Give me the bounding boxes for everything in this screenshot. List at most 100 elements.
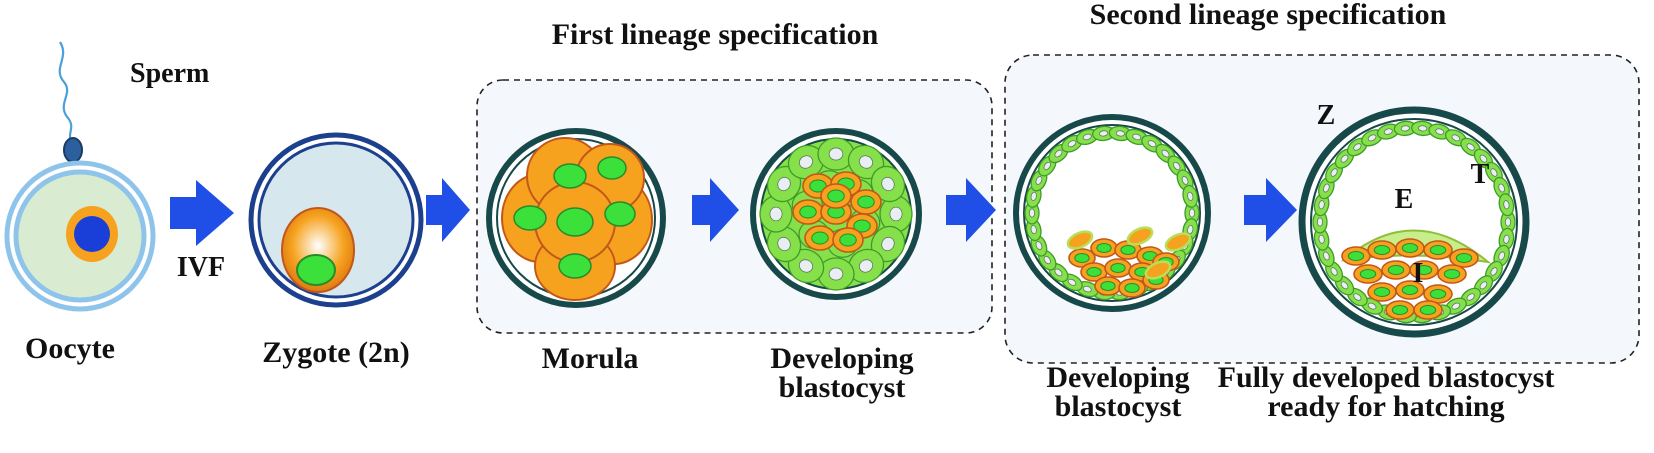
cell-nucleus [827,189,845,203]
cell-nucleus [1373,245,1391,255]
cell-nucleus [1479,154,1488,163]
cell-nucleus [1323,251,1330,261]
cell-nucleus [1187,191,1194,201]
cell-nucleus [881,176,895,192]
right-arrow-icon [946,178,996,242]
cell-nucleus [1359,269,1377,279]
cell-nucleus [1498,183,1505,193]
cell-nucleus [1353,293,1362,301]
oocyte-icon [4,160,156,312]
cell-nucleus [1479,281,1488,290]
cell-nucleus [1100,281,1116,291]
cell-nucleus [1043,255,1051,265]
right-arrow-icon [170,180,234,246]
zona-label: Z [1317,100,1336,131]
developing-blastocyst-label-2a: Developing [1046,361,1189,394]
right-arrow-icon [426,178,470,242]
cell-nucleus [1099,130,1109,137]
cell-nucleus [1503,234,1510,244]
cell-nucleus [1074,253,1090,263]
cell-nucleus [1318,200,1325,210]
cell-nucleus [1181,176,1189,185]
cell-nucleus [1387,265,1405,275]
cell-nucleus [1451,302,1461,310]
cell-nucleus [1455,253,1473,263]
primitive-endoderm-cell [1164,232,1192,252]
cell-nucleus [1187,225,1194,235]
cell-nucleus [858,155,874,169]
hatching-blastocyst-icon [1298,106,1530,338]
fully-developed-label-b: ready for hatching [1267,390,1504,423]
cell-nucleus [1086,267,1102,277]
cell-nucleus [1353,143,1362,151]
cell-nucleus [1383,128,1393,135]
early-blastocyst-icon [750,128,922,300]
cell-nucleus [1391,305,1409,315]
cell-nucleus [777,236,791,252]
cell-nucleus [777,176,791,192]
fully-developed-label-a: Fully developed blastocyst [1218,361,1555,394]
zygote-label: Zygote (2n) [262,336,409,369]
cell-nucleus [1147,140,1157,148]
oocyte-label: Oocyte [25,332,115,365]
ivf-label: IVF [177,252,225,283]
cell-nucleus [839,233,857,247]
sperm-label: Sperm [130,58,209,89]
primitive-endoderm-cell [1144,260,1172,280]
cell-nucleus [1466,143,1475,151]
cell-nucleus [889,206,903,222]
cell-nucleus [1323,183,1330,193]
cell-nucleus [798,155,814,169]
cell-nucleus [1367,302,1377,310]
cell-nucleus [1415,265,1433,275]
primitive-endoderm-cell [1126,226,1154,246]
cell-nucleus [1318,234,1325,244]
cell-nucleus [1435,128,1445,135]
developing-blastocyst-label-1a: Developing [770,342,913,375]
right-arrow-icon [692,178,739,242]
cell-nucleus [1330,168,1338,177]
cell-nucleus [853,219,871,233]
cell-nucleus [1043,161,1051,171]
developing-blastocyst-label-1b: blastocyst [779,371,906,404]
right-arrow-icon [1244,178,1297,242]
cell-nucleus [1400,125,1410,132]
cell-nucleus [828,267,844,281]
cell-nucleus [1096,243,1112,253]
cell-nucleus [1067,140,1077,148]
cell-nucleus [1401,243,1419,253]
cell-nucleus [1161,149,1170,158]
cell-nucleus [881,236,895,252]
cell-nucleus [1035,241,1043,250]
cell-nucleus [1054,268,1063,277]
cell-nucleus [1124,283,1140,293]
cell-nucleus [1110,263,1126,273]
cell-nucleus [1367,134,1377,142]
cell-nucleus [1030,225,1037,235]
cell-nucleus [1082,285,1092,293]
cell-nucleus [1504,217,1512,227]
cell-nucleus [1419,305,1437,315]
cell-nucleus [1466,293,1475,301]
cell-nucleus [1503,200,1510,210]
cell-nucleus [1429,289,1447,299]
cell-nucleus [1028,208,1036,218]
cell-nucleus [798,259,814,273]
cell-nucleus [769,206,783,222]
cell-nucleus [1132,133,1142,141]
cell-nucleus [1330,267,1338,276]
icm-label: I [1413,258,1424,289]
cell-nucleus [1340,281,1349,290]
cell-nucleus [858,259,874,273]
morula-icon [486,128,666,308]
cell-nucleus [1054,149,1063,158]
cell-nucleus [1490,168,1498,177]
second-lineage-heading: Second lineage specification [1090,0,1447,31]
cell-nucleus [1401,285,1419,295]
cell-nucleus [811,231,829,245]
cell-nucleus [1498,251,1505,261]
first-lineage-heading: First lineage specification [552,18,879,51]
cell-nucleus [1490,267,1498,276]
developing-blastocyst-label-2b: blastocyst [1055,390,1182,423]
cell-nucleus [1115,130,1125,137]
